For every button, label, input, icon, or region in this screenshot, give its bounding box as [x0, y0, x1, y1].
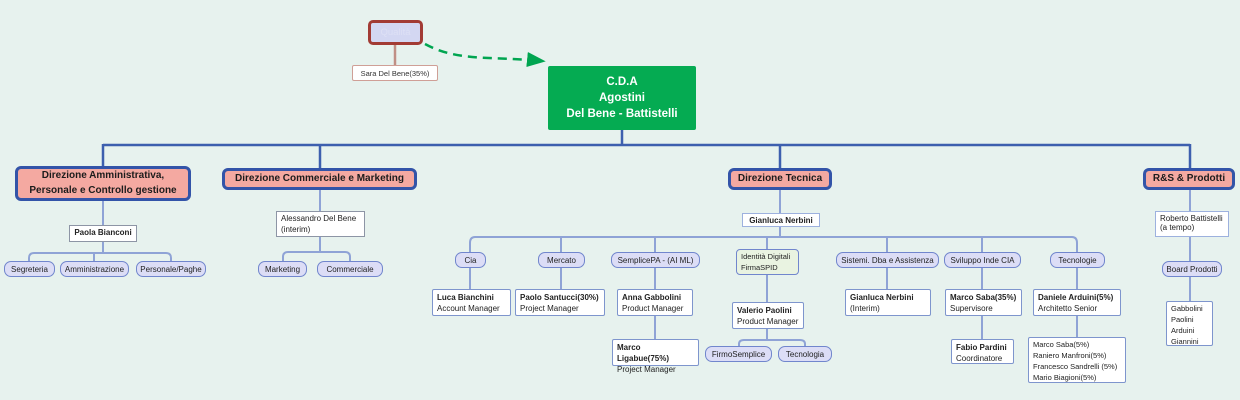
person-role: Architetto Senior [1038, 304, 1098, 314]
node-marco-ligabue[interactable]: Marco Ligabue(75%) Project Manager [612, 339, 699, 374]
node-board-prodotti[interactable]: Board Prodotti [1162, 261, 1222, 277]
person-name: Gianluca Nerbini [850, 293, 914, 302]
node-marketing[interactable]: Marketing [258, 261, 307, 277]
person-name: Fabio Pardini [956, 343, 1007, 352]
dependency-arrow [424, 42, 546, 67]
person-role: (Interim) [850, 304, 880, 314]
node-firmosemplice[interactable]: FirmoSemplice [705, 346, 772, 362]
node-semplicepa[interactable]: SemplicePA - (AI ML) [611, 252, 700, 268]
person-name: Luca Bianchini [437, 293, 494, 302]
node-direzione-amministrativa[interactable]: Direzione Amministrativa, Personale e Co… [15, 166, 191, 201]
person-name: Valerio Paolini [737, 306, 792, 315]
person-role: Project Manager [520, 304, 579, 314]
child-connectors [28, 190, 1191, 346]
node-roberto-battistelli[interactable]: Roberto Battistelli (a tempo) [1155, 211, 1229, 237]
person-name: Marco Ligabue(75%) [617, 343, 670, 364]
node-identita-digitali[interactable]: Identità Digitali FirmaSPID [736, 249, 799, 275]
node-luca-bianchini[interactable]: Luca Bianchini Account Manager [432, 289, 511, 316]
node-paolo-santucci[interactable]: Paolo Santucci(30%) Project Manager [515, 289, 605, 316]
node-personale-paghe[interactable]: Personale/Paghe [136, 261, 206, 277]
node-cia[interactable]: Cia [455, 252, 486, 268]
node-anna-gabbolini[interactable]: Anna Gabbolini Product Manager [617, 289, 693, 316]
person-name: Daniele Arduini(5%) [1038, 293, 1114, 302]
person-role: Coordinatore [956, 354, 1003, 364]
node-board-members[interactable]: Gabbolini Paolini Arduini Giannini [1166, 301, 1213, 346]
person-name: Anna Gabbolini [622, 293, 682, 302]
node-rs-prodotti[interactable]: R&S & Prodotti [1143, 168, 1235, 190]
node-gianluca-nerbini-manager[interactable]: Gianluca Nerbini [742, 213, 820, 227]
node-tecnologia[interactable]: Tecnologia [778, 346, 832, 362]
node-alessandro-del-bene[interactable]: Alessandro Del Bene (interim) [276, 211, 365, 237]
node-segreteria[interactable]: Segreteria [4, 261, 55, 277]
person-role: Product Manager [737, 317, 799, 327]
person-role: Project Manager [617, 365, 676, 375]
node-commerciale[interactable]: Commerciale [317, 261, 383, 277]
node-tecnologie[interactable]: Tecnologie [1050, 252, 1105, 268]
node-fabio-pardini[interactable]: Fabio Pardini Coordinatore [951, 339, 1014, 364]
node-amministrazione[interactable]: Amministrazione [60, 261, 129, 277]
node-sara-del-bene[interactable]: Sara Del Bene(35%) [352, 65, 438, 81]
node-direzione-commerciale[interactable]: Direzione Commerciale e Marketing [222, 168, 417, 190]
node-marco-saba[interactable]: Marco Saba(35%) Supervisore [945, 289, 1022, 316]
node-mercato[interactable]: Mercato [538, 252, 585, 268]
person-role: Supervisore [950, 304, 993, 314]
person-name: Paolo Santucci(30%) [520, 293, 599, 302]
node-sviluppo-inde[interactable]: Sviluppo Inde CIA [944, 252, 1021, 268]
person-role: Product Manager [622, 304, 684, 314]
node-valerio-paolini[interactable]: Valerio Paolini Product Manager [732, 302, 804, 329]
trunk-connectors [101, 130, 1192, 168]
node-qualita[interactable]: Qualità [368, 20, 423, 45]
node-cda-root[interactable]: C.D.A Agostini Del Bene - Battistelli [548, 66, 696, 130]
person-role: Account Manager [437, 304, 500, 314]
node-tecnologie-team[interactable]: Marco Saba(5%) Raniero Manfroni(5%) Fran… [1028, 337, 1126, 383]
person-name: Marco Saba(35%) [950, 293, 1017, 302]
node-sistemi-dba[interactable]: Sistemi. Dba e Assistenza [836, 252, 939, 268]
node-daniele-arduini[interactable]: Daniele Arduini(5%) Architetto Senior [1033, 289, 1121, 316]
node-direzione-tecnica[interactable]: Direzione Tecnica [728, 168, 832, 190]
node-paola-bianconi[interactable]: Paola Bianconi [69, 225, 137, 242]
node-gianluca-nerbini-interim[interactable]: Gianluca Nerbini (Interim) [845, 289, 931, 316]
